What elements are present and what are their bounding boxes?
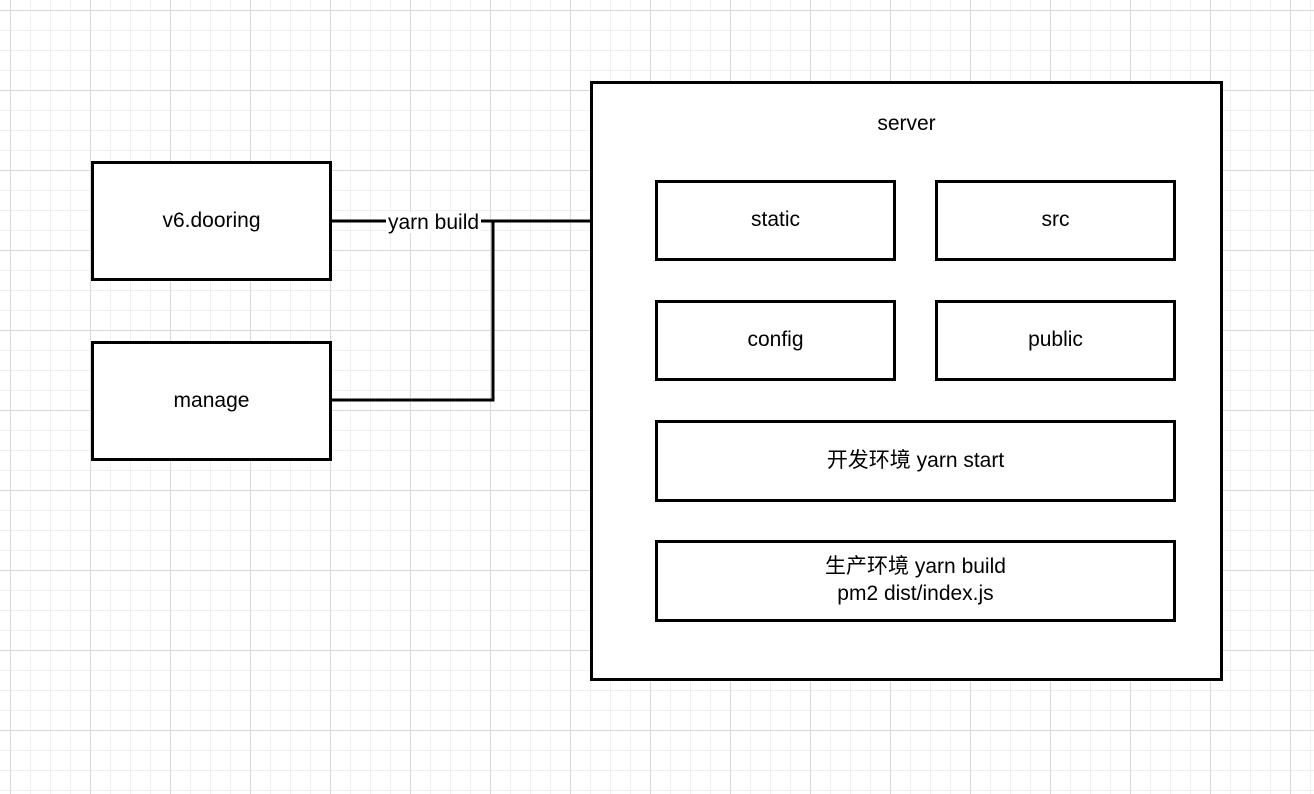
node-label: src bbox=[1041, 208, 1070, 232]
container-server-title: server bbox=[877, 112, 936, 135]
node-label: static bbox=[750, 208, 800, 232]
node-v6-dooring[interactable]: v6.dooring bbox=[91, 161, 332, 281]
node-prod-env[interactable]: 生产环境 yarn build pm2 dist/index.js bbox=[655, 540, 1176, 622]
node-label: manage bbox=[173, 388, 250, 412]
node-label: 开发环境 yarn start bbox=[826, 448, 1005, 472]
node-label: config bbox=[747, 328, 804, 352]
edge-segment-manage bbox=[331, 221, 495, 402]
node-label: 生产环境 yarn build pm2 dist/index.js bbox=[825, 555, 1006, 605]
node-manage[interactable]: manage bbox=[91, 341, 332, 461]
node-dev-env[interactable]: 开发环境 yarn start bbox=[655, 420, 1176, 502]
edge-label-yarn-build: yarn build bbox=[386, 211, 482, 234]
edge-label-text: yarn build bbox=[388, 211, 480, 234]
node-label: public bbox=[1028, 328, 1083, 352]
node-public[interactable]: public bbox=[935, 300, 1176, 381]
node-label: v6.dooring bbox=[162, 208, 261, 232]
node-config[interactable]: config bbox=[655, 300, 896, 381]
node-static[interactable]: static bbox=[655, 180, 896, 261]
node-src[interactable]: src bbox=[935, 180, 1176, 261]
